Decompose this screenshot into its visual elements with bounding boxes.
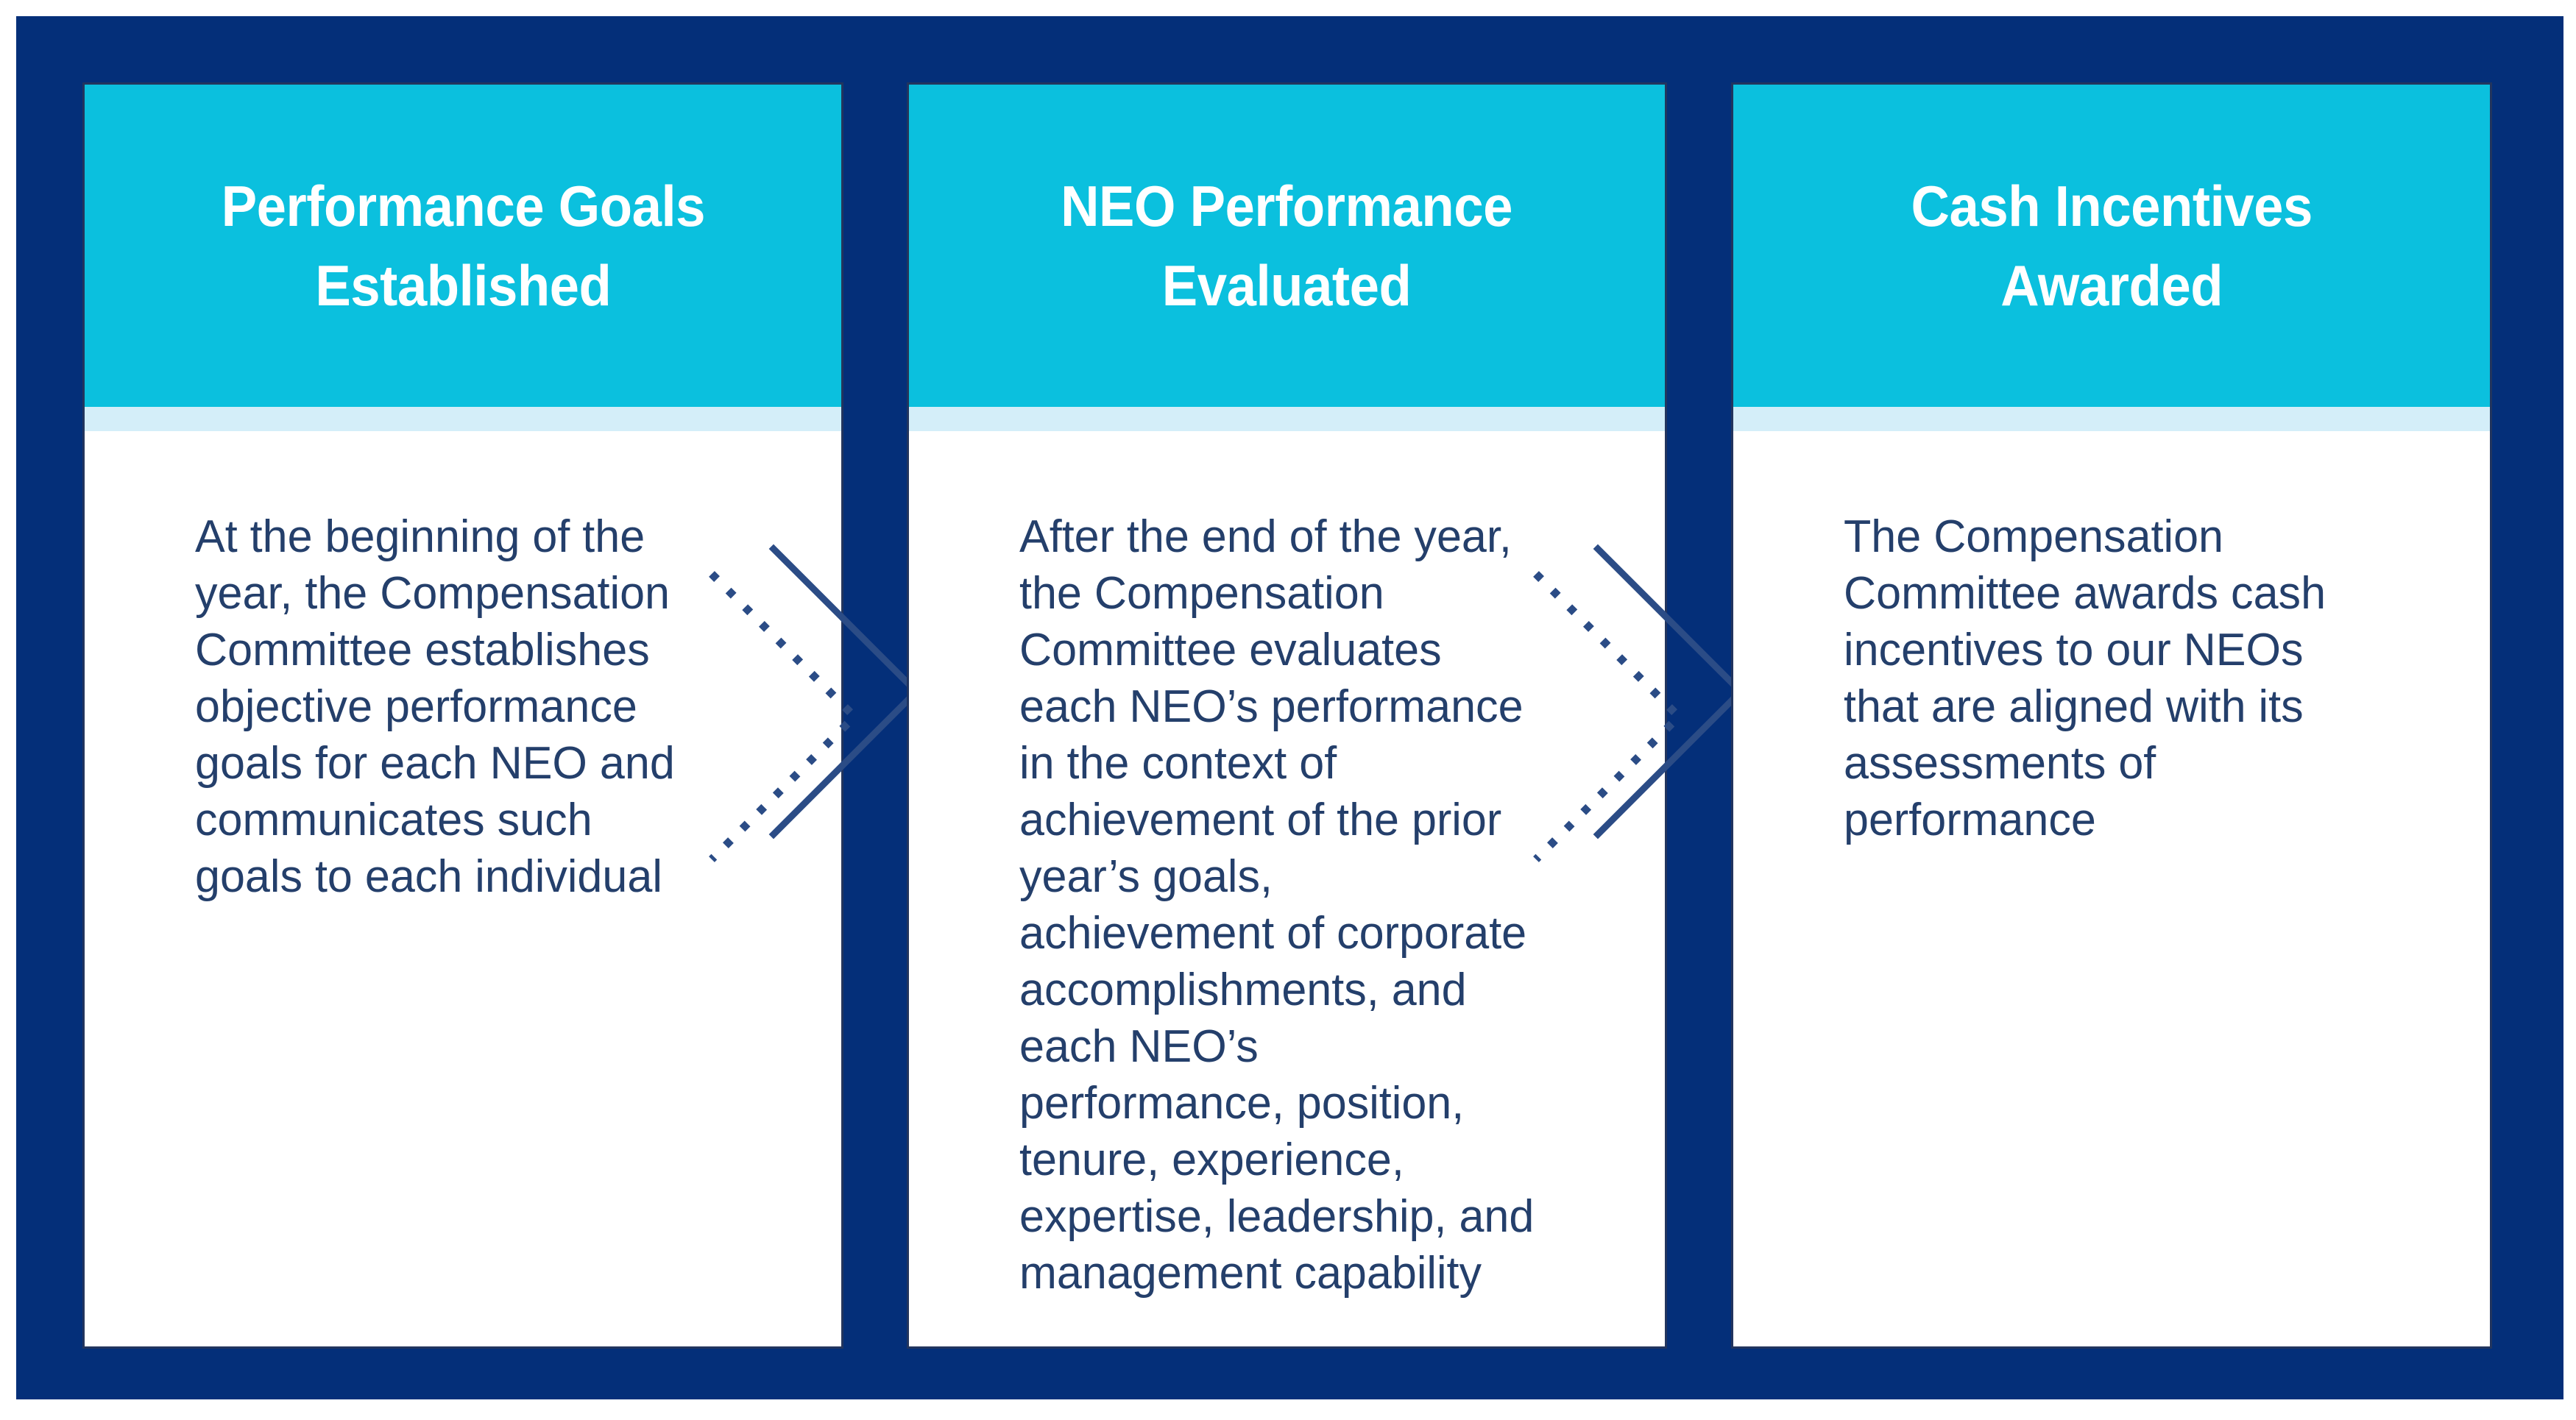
process-step-divider-2 [909,407,1665,431]
process-step-description-1: At the beginning of the year, the Compen… [195,511,675,902]
process-step-description-3: The Compensation Committee awards cash i… [1844,511,2326,845]
process-step-header-3: Cash Incentives Awarded [1733,85,2490,407]
process-step-body-2: After the end of the year, the Compensat… [909,431,1665,1346]
process-step-title-2: NEO Performance Evaluated [1061,174,1513,318]
process-step-header-1: Performance Goals Established [85,85,841,407]
process-step-body-1: At the beginning of the year, the Compen… [85,431,841,1346]
process-step-divider-3 [1733,407,2490,431]
process-step-description-2: After the end of the year, the Compensat… [1019,511,1535,1299]
process-step-body-3: The Compensation Committee awards cash i… [1733,431,2490,1346]
process-step-title-3: Cash Incentives Awarded [1911,174,2313,318]
process-step-header-2: NEO Performance Evaluated [909,85,1665,407]
process-step-card-3[interactable]: Cash Incentives Awarded The Compensation… [1733,85,2490,1346]
process-step-card-1[interactable]: Performance Goals Established At the beg… [85,85,841,1346]
process-step-divider-1 [85,407,841,431]
process-step-card-2[interactable]: NEO Performance Evaluated After the end … [909,85,1665,1346]
process-step-title-1: Performance Goals Established [221,174,705,318]
